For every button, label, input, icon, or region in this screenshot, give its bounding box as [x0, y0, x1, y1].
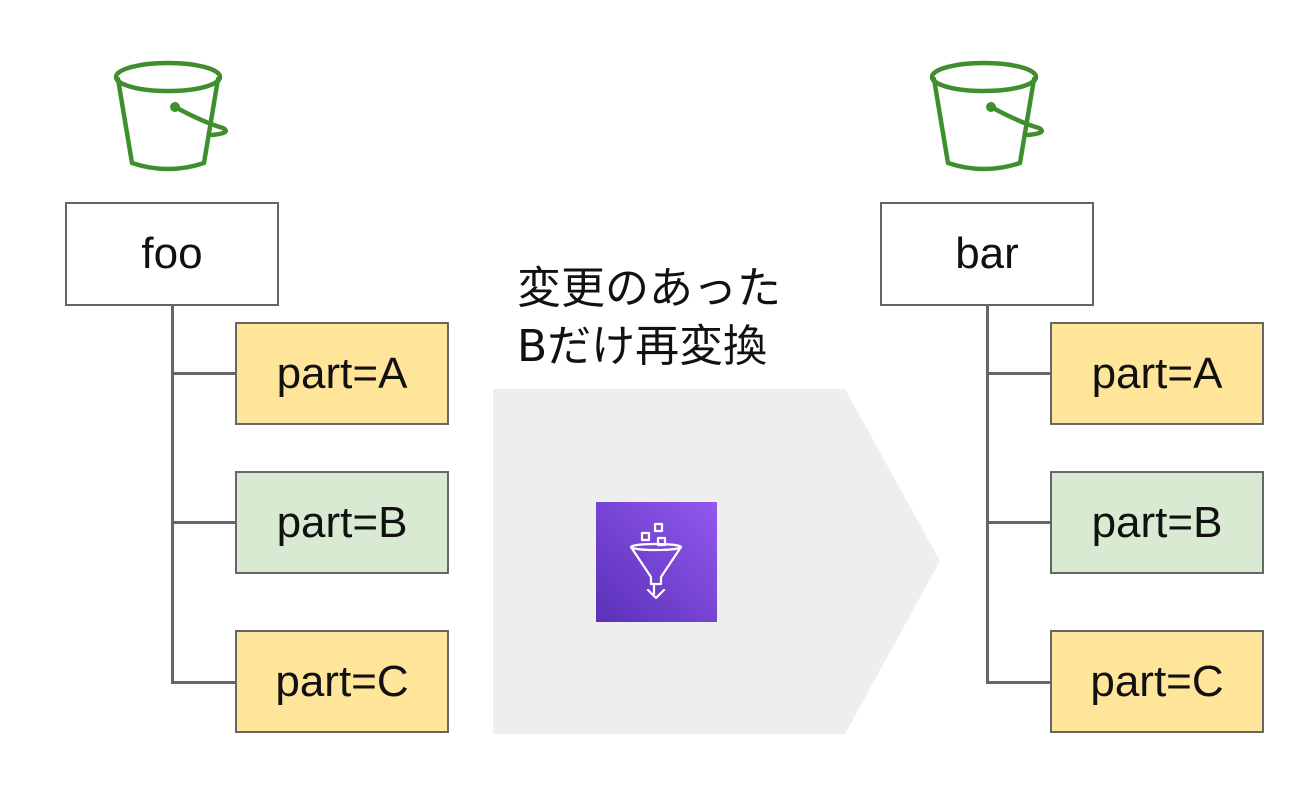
s3-bucket-icon	[929, 60, 1044, 172]
s3-bucket-icon	[113, 60, 228, 172]
tree-connector-horizontal	[171, 372, 237, 375]
tree-connector-horizontal	[986, 521, 1052, 524]
aws-glue-icon	[596, 502, 717, 622]
tree-connector-horizontal	[171, 521, 237, 524]
target-bucket-box: bar	[880, 202, 1094, 306]
tree-connector-horizontal	[986, 681, 1052, 684]
source-partition-a: part=A	[235, 322, 449, 425]
partition-label: part=B	[1091, 497, 1223, 547]
caption-line-2: Bだけ再変換	[517, 321, 768, 372]
tree-connector-vertical	[986, 305, 989, 683]
target-partition-a: part=A	[1050, 322, 1264, 425]
partition-label: part=A	[276, 348, 408, 398]
partition-label: part=C	[275, 656, 409, 706]
source-partition-c: part=C	[235, 630, 449, 733]
partition-label: part=A	[1091, 348, 1223, 398]
partition-label: part=C	[1090, 656, 1224, 706]
transform-caption: 変更のあった Bだけ再変換	[517, 260, 781, 376]
tree-connector-vertical	[171, 305, 174, 683]
source-bucket-box: foo	[65, 202, 279, 306]
tree-connector-horizontal	[171, 681, 237, 684]
source-bucket-name: foo	[141, 229, 203, 278]
transform-arrow	[493, 389, 940, 734]
source-partition-b: part=B	[235, 471, 449, 574]
partition-label: part=B	[276, 497, 408, 547]
target-bucket-name: bar	[955, 229, 1019, 278]
target-partition-c: part=C	[1050, 630, 1264, 733]
tree-connector-horizontal	[986, 372, 1052, 375]
caption-line-1: 変更のあった	[517, 263, 781, 314]
target-partition-b: part=B	[1050, 471, 1264, 574]
